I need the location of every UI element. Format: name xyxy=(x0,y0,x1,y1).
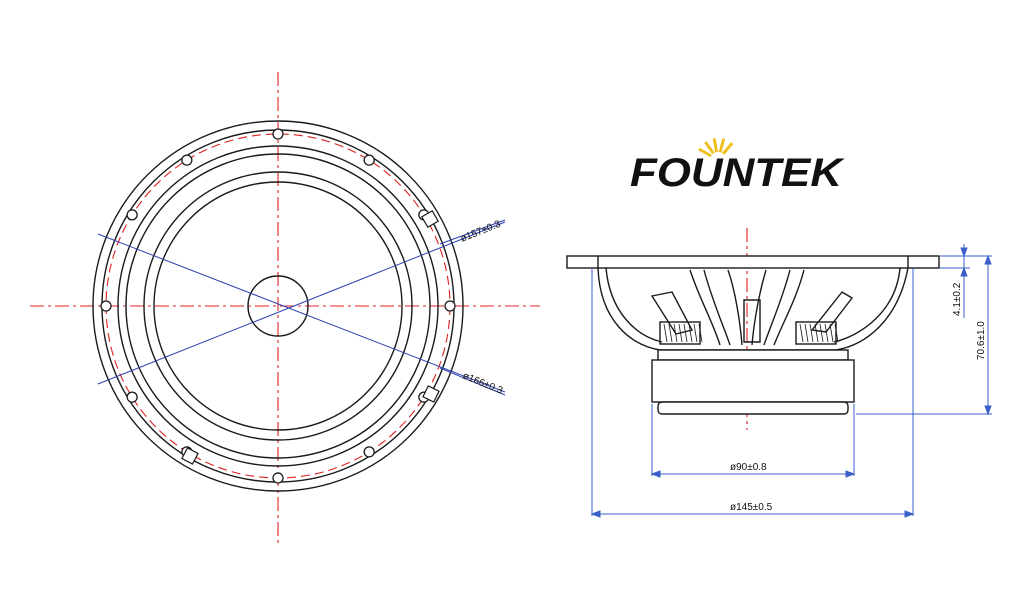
arrow xyxy=(845,470,856,478)
magnet xyxy=(651,359,855,403)
basket-spoke-4 xyxy=(773,269,805,346)
bracket-right xyxy=(810,291,854,333)
back-plate xyxy=(657,401,849,415)
hatch-line xyxy=(809,323,814,343)
mounting-hole xyxy=(272,128,284,140)
top-plate xyxy=(657,349,849,361)
terminal-tabs xyxy=(181,209,440,465)
magnet-diameter-label: ø90±0.8 xyxy=(730,462,767,473)
mounting-hole xyxy=(181,154,193,166)
measure-line-inner xyxy=(97,233,506,393)
arrow xyxy=(960,266,968,277)
leader-inner xyxy=(439,219,506,245)
basket-spoke-6 xyxy=(751,269,767,346)
vent-hatching xyxy=(663,323,839,343)
logo-ray xyxy=(698,147,712,158)
hatch-line xyxy=(698,323,703,343)
frame-outer-ring xyxy=(92,120,464,492)
bracket-center xyxy=(743,299,761,343)
mounting-flange xyxy=(566,255,940,269)
basket-spoke-2 xyxy=(703,269,731,346)
leader-outer xyxy=(439,367,506,396)
arrow xyxy=(984,405,992,416)
logo-ray xyxy=(721,142,734,155)
mounting-hole xyxy=(272,472,284,484)
mounting-hole xyxy=(444,300,456,312)
mounting-hole xyxy=(126,209,138,221)
mounting-hole xyxy=(126,391,138,403)
brand-logo: FOUNTEK xyxy=(630,138,845,195)
logo-ray xyxy=(718,138,726,153)
arrow xyxy=(984,254,992,265)
logo-ray-icon xyxy=(698,138,734,158)
mounting-hole xyxy=(100,300,112,312)
vent-left xyxy=(659,321,701,345)
hatch-line xyxy=(834,323,839,343)
flange-thickness-label: 4.1±0.2 xyxy=(952,282,963,316)
mounting-hole xyxy=(363,446,375,458)
vent-right xyxy=(795,321,837,345)
hatch-line xyxy=(824,323,829,343)
hatch-line xyxy=(683,323,688,343)
cone-outer-ring xyxy=(153,181,403,431)
frame-diameter-label: ø145±0.5 xyxy=(730,502,773,513)
brand-name: FOUNTEK xyxy=(630,151,845,195)
side-view: ø90±0.8 ø145±0.5 4.1±0.2 70.6±1.0 xyxy=(566,228,992,518)
terminal-tab xyxy=(181,447,199,465)
front-measure-lines xyxy=(97,219,506,396)
basket-spoke-5 xyxy=(727,269,743,346)
speaker-body xyxy=(566,255,940,415)
arrow xyxy=(590,510,601,518)
hatch-line xyxy=(673,323,678,343)
hatch-line xyxy=(829,323,834,343)
basket-spoke-1 xyxy=(689,269,721,346)
hatch-line xyxy=(799,323,804,343)
side-dimensions xyxy=(590,244,992,518)
hatch-line xyxy=(668,323,673,343)
frame-ring-3 xyxy=(117,145,439,467)
logo-ray xyxy=(712,138,719,153)
depth-label: 70.6±1.0 xyxy=(976,321,987,360)
arrow xyxy=(960,247,968,258)
terminal-tab xyxy=(420,209,440,229)
hatch-line xyxy=(804,323,809,343)
basket-spoke-3 xyxy=(763,269,791,346)
arrow xyxy=(904,510,915,518)
front-view: ø157±0.3 ø166±0.3 xyxy=(30,72,540,545)
arrow xyxy=(650,470,661,478)
hatch-line xyxy=(678,323,683,343)
diameter-label-inner: ø157±0.3 xyxy=(459,219,503,245)
hatch-line xyxy=(688,323,693,343)
measure-line-outer xyxy=(97,221,506,385)
logo-ray xyxy=(704,141,715,155)
terminal-tab xyxy=(422,385,440,403)
surround-outer-ring xyxy=(125,153,431,459)
surround-inner-ring xyxy=(143,171,413,441)
hatch-line xyxy=(663,323,668,343)
basket-inner-line-right xyxy=(833,267,901,343)
hatch-line xyxy=(819,323,824,343)
basket-inner-line xyxy=(605,267,663,343)
bracket-left xyxy=(650,291,694,335)
hatch-line xyxy=(814,323,819,343)
diameter-label-outer: ø166±0.3 xyxy=(461,371,505,397)
dust-cap xyxy=(247,275,309,337)
hatch-line xyxy=(693,323,698,343)
mounting-hole xyxy=(363,154,375,166)
